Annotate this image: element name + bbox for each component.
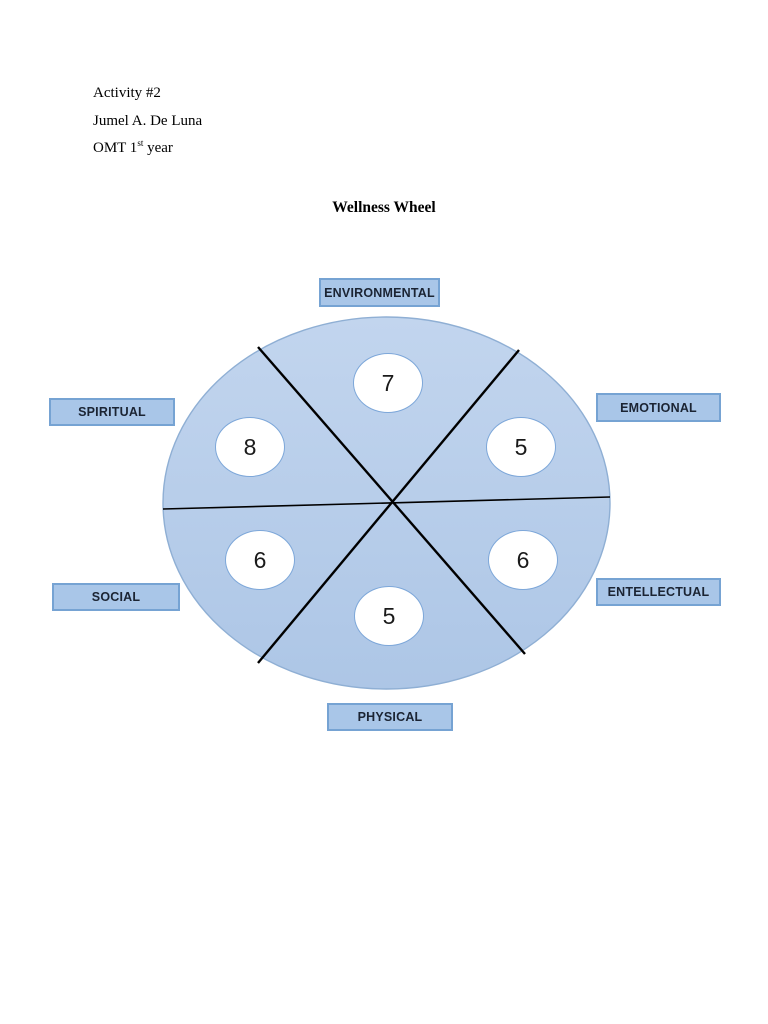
course-suffix: year — [143, 140, 173, 156]
score-circle-emotional: 5 — [486, 417, 556, 477]
header-line-course: OMT 1st year — [93, 135, 202, 163]
wheel-label-environmental: ENVIRONMENTAL — [319, 278, 440, 307]
course-prefix: OMT 1 — [93, 140, 138, 156]
document-header: Activity #2 Jumel A. De Luna OMT 1st yea… — [93, 80, 202, 163]
wheel-label-spiritual: SPIRITUAL — [49, 398, 175, 426]
score-circle-spiritual: 8 — [215, 417, 285, 477]
divider-line-horizontal — [162, 496, 611, 510]
divider-line-topleft-bottomright — [257, 346, 526, 655]
wheel-label-physical: PHYSICAL — [327, 703, 453, 731]
score-circle-environmental: 7 — [353, 353, 423, 413]
score-circle-entellectual: 6 — [488, 530, 558, 590]
course-ordinal-superscript: st — [137, 138, 144, 148]
score-circle-physical: 5 — [354, 586, 424, 646]
wheel-label-emotional: EMOTIONAL — [596, 393, 721, 422]
score-circle-social: 6 — [225, 530, 295, 590]
wheel-label-social: SOCIAL — [52, 583, 180, 611]
page-title: Wellness Wheel — [332, 199, 436, 216]
wheel-label-entellectual: ENTELLECTUAL — [596, 578, 721, 606]
header-line-author: Jumel A. De Luna — [93, 112, 203, 129]
header-line-activity: Activity #2 — [93, 85, 161, 101]
divider-line-topright-bottomleft — [257, 349, 520, 664]
